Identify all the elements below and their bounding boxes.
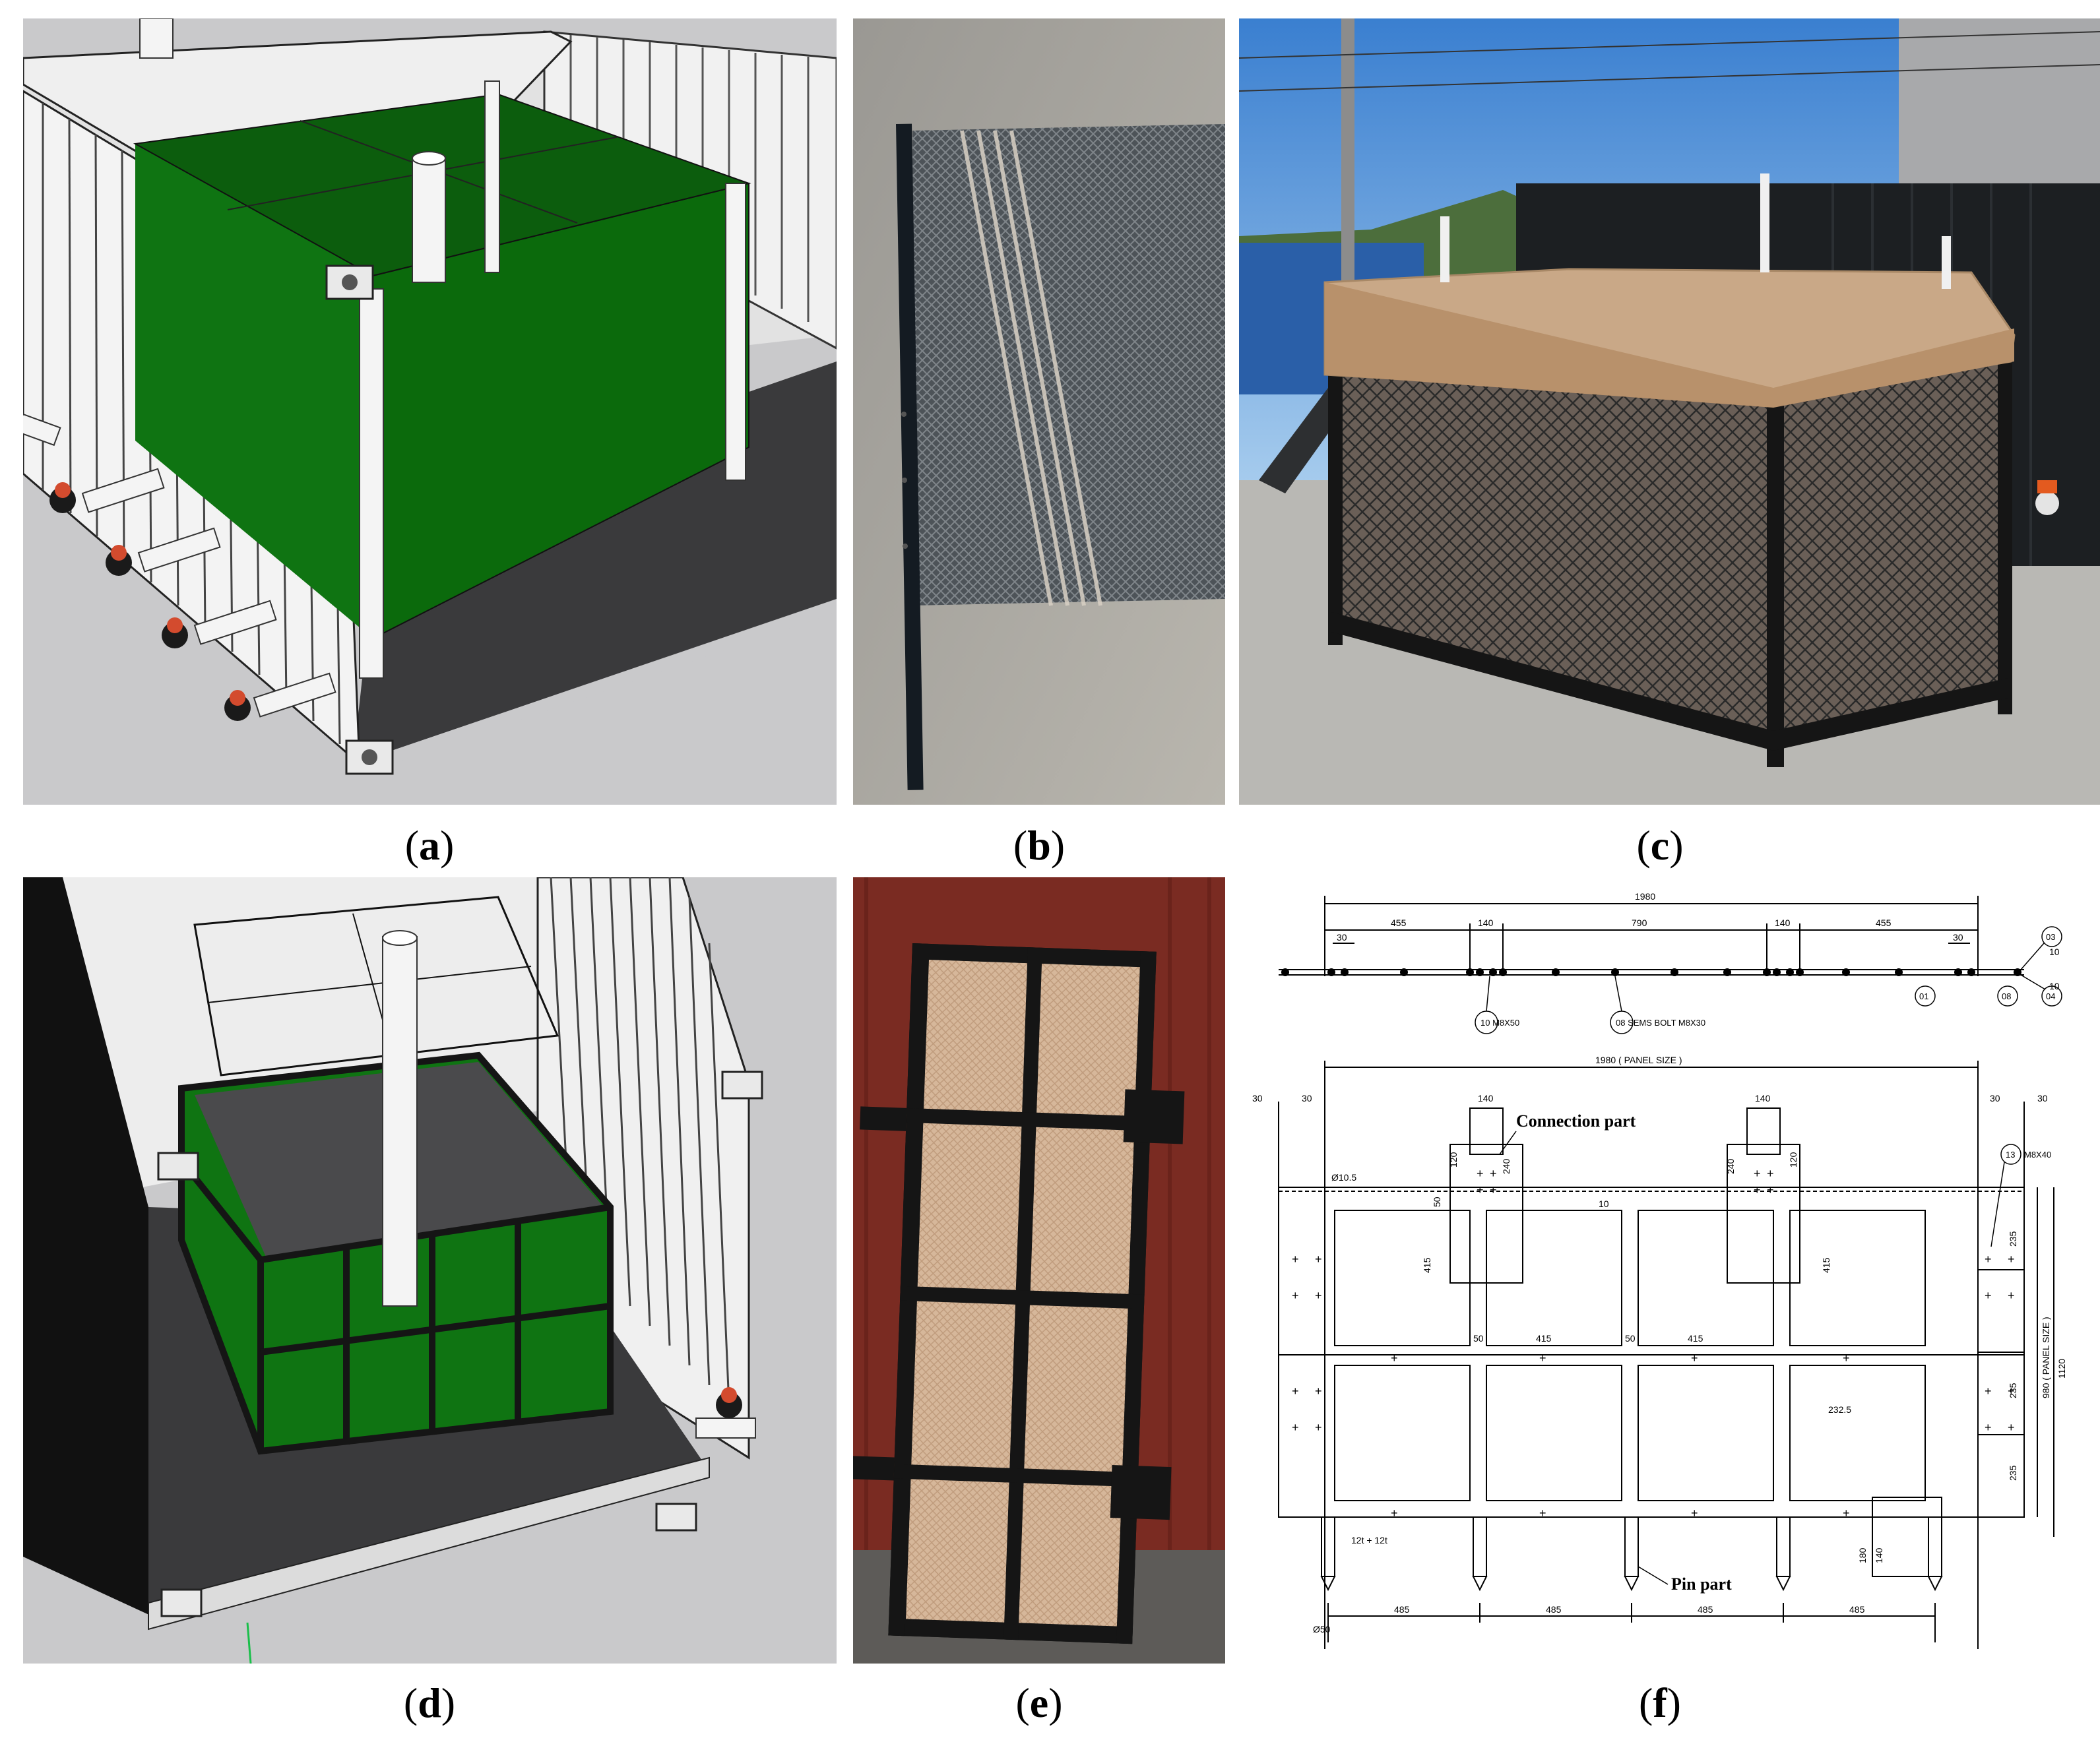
dim-30-c: 30	[1990, 1093, 2000, 1104]
callout-m8x40: M8X40	[2024, 1150, 2051, 1160]
callout-08-sems-bolt: 08 SEMS BOLT M8X30	[1616, 1018, 1705, 1028]
dim-485-a: 485	[1394, 1604, 1410, 1615]
dim-ø50-left: Ø50	[1313, 1624, 1331, 1635]
dim-140-pin: 140	[1874, 1547, 1884, 1563]
dim-235-a: 235	[2008, 1231, 2018, 1247]
svg-text:+: +	[2008, 1289, 2015, 1302]
panel-f-drawing: 1980 455 140 790 140 455 30 30 10 10 10 …	[1239, 877, 2100, 1664]
svg-text:+: +	[2008, 1421, 2015, 1434]
dim-235-c: 235	[2008, 1465, 2018, 1481]
svg-text:+: +	[1292, 1385, 1299, 1398]
svg-text:+: +	[1477, 1167, 1484, 1180]
svg-text:+: +	[1843, 1352, 1850, 1365]
dim-180: 180	[1857, 1547, 1868, 1563]
panel-a-render	[23, 18, 837, 805]
caption-b: (b)	[1013, 822, 1066, 869]
svg-text:+: +	[1477, 1183, 1484, 1197]
svg-text:+: +	[1315, 1385, 1322, 1398]
dim-10-a: 10	[2049, 947, 2060, 957]
dim-30-top-right: 30	[1953, 932, 1963, 943]
dim-140-conn-left: 140	[1478, 1093, 1494, 1104]
dim-235-b: 235	[2008, 1383, 2018, 1398]
callout-03: 03	[2046, 932, 2055, 942]
caption-d: (d)	[403, 1679, 456, 1726]
svg-text:+: +	[1539, 1352, 1546, 1365]
dim-50-h-b: 50	[1625, 1333, 1636, 1344]
dim-50-h-a: 50	[1473, 1333, 1484, 1344]
svg-text:+: +	[1691, 1352, 1698, 1365]
svg-text:+: +	[1391, 1352, 1398, 1365]
dim-30-b: 30	[1302, 1093, 1312, 1104]
dim-140-a: 140	[1478, 918, 1494, 928]
dim-415-h-a: 415	[1536, 1333, 1552, 1344]
caption-e: (e)	[1015, 1679, 1063, 1726]
svg-text:+: +	[1754, 1167, 1761, 1180]
dim-415-v-left: 415	[1422, 1257, 1432, 1273]
dim-30-d: 30	[2037, 1093, 2048, 1104]
dim-1980-top: 1980	[1635, 891, 1655, 902]
svg-text:+: +	[1391, 1507, 1398, 1520]
callout-08: 08	[2002, 991, 2011, 1001]
dim-240-right: 240	[1725, 1158, 1736, 1174]
svg-text:+: +	[1315, 1289, 1322, 1302]
dim-415-h-b: 415	[1688, 1333, 1703, 1344]
dim-50-v-left: 50	[1432, 1197, 1442, 1207]
callout-13: 13	[2006, 1150, 2015, 1160]
dim-790: 790	[1632, 918, 1647, 928]
panel-d-render	[23, 877, 837, 1664]
svg-text:+: +	[1767, 1183, 1774, 1197]
svg-text:+: +	[1843, 1507, 1850, 1520]
panel-e-photo	[853, 877, 1225, 1664]
svg-text:+: +	[1292, 1421, 1299, 1434]
caption-a: (a)	[404, 822, 455, 869]
hole-note: Ø10.5	[1331, 1172, 1356, 1183]
dim-140-conn-right: 140	[1755, 1093, 1771, 1104]
dim-10-conn: 10	[1599, 1199, 1609, 1209]
svg-text:+: +	[1539, 1507, 1546, 1520]
dim-panel-size-height: 980 ( PANEL SIZE )	[2041, 1317, 2051, 1398]
svg-text:+: +	[1985, 1289, 1992, 1302]
svg-text:+: +	[1315, 1253, 1322, 1266]
svg-text:+: +	[1292, 1289, 1299, 1302]
caption-f: (f)	[1639, 1679, 1681, 1726]
svg-text:+: +	[1490, 1167, 1497, 1180]
svg-text:+: +	[1315, 1421, 1322, 1434]
plate-thickness: 12t + 12t	[1351, 1535, 1387, 1545]
dim-485-c: 485	[1698, 1604, 1713, 1615]
dim-415-v-right: 415	[1821, 1257, 1831, 1273]
dim-120-left: 120	[1448, 1152, 1459, 1168]
panel-b-photo	[853, 18, 1225, 805]
dim-455-b: 455	[1876, 918, 1892, 928]
connection-part-label: Connection part	[1516, 1111, 1636, 1131]
svg-text:+: +	[1754, 1183, 1761, 1197]
callout-10-m8x50: 10 M8X50	[1480, 1018, 1519, 1028]
callout-04: 04	[2046, 991, 2055, 1001]
dim-455-a: 455	[1391, 918, 1407, 928]
callout-01: 01	[1919, 991, 1928, 1001]
svg-text:+: +	[1985, 1421, 1992, 1434]
dim-240-left: 240	[1501, 1158, 1511, 1174]
dim-485-d: 485	[1849, 1604, 1865, 1615]
dim-120-right: 120	[1788, 1152, 1798, 1168]
panel-c-photo	[1239, 18, 2100, 805]
dim-30-top-left: 30	[1337, 932, 1347, 943]
svg-text:+: +	[1490, 1183, 1497, 1197]
dim-485-b: 485	[1546, 1604, 1562, 1615]
svg-text:+: +	[1767, 1167, 1774, 1180]
caption-c: (c)	[1636, 822, 1684, 869]
svg-text:+: +	[1292, 1253, 1299, 1266]
svg-text:+: +	[1985, 1253, 1992, 1266]
svg-text:+: +	[1691, 1507, 1698, 1520]
pin-part-label: Pin part	[1671, 1574, 1732, 1594]
dim-panel-size-width: 1980 ( PANEL SIZE )	[1595, 1055, 1682, 1065]
svg-text:+: +	[2008, 1253, 2015, 1266]
svg-text:+: +	[2008, 1385, 2015, 1398]
dim-140-b: 140	[1775, 918, 1791, 928]
dim-1120: 1120	[2056, 1359, 2067, 1379]
svg-text:+: +	[1985, 1385, 1992, 1398]
dim-30-a: 30	[1252, 1093, 1263, 1104]
dim-232-5: 232.5	[1828, 1404, 1851, 1415]
